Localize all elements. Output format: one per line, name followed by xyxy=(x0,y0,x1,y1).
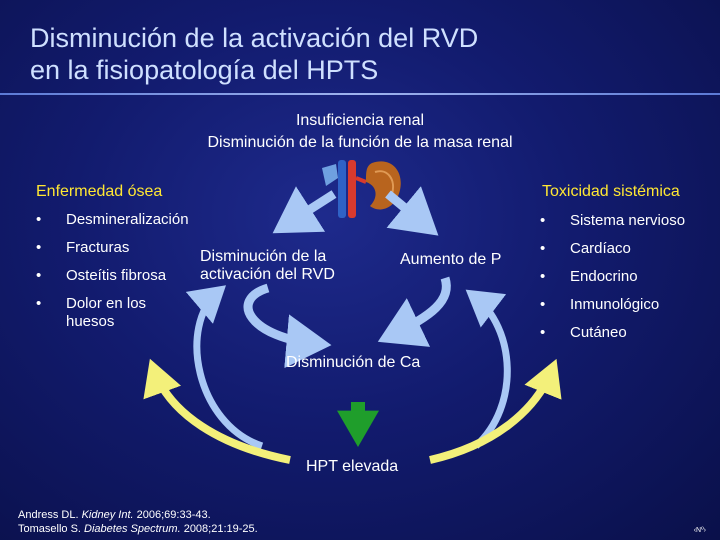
phosphate-label: Aumento de P xyxy=(400,251,502,268)
loop-arrow-right xyxy=(465,289,511,449)
references: Andress DL. Kidney Int. 2006;69:33-43. T… xyxy=(18,508,258,536)
arrow-to-systemic-toxicity xyxy=(429,358,562,464)
list-item: •Osteítis fibrosa xyxy=(36,267,167,284)
arrow-to-vdr xyxy=(272,186,337,234)
vdr-activation-label: Disminución de la activación del RVD xyxy=(200,248,335,283)
bone-disease-list: •Desmineralización •Fracturas •Osteítis … xyxy=(36,211,196,341)
title-divider xyxy=(0,93,720,95)
list-item: •Fracturas xyxy=(36,239,130,256)
renal-insufficiency-label: Insuficiencia renal xyxy=(295,112,425,129)
reference-2: Tomasello S. Diabetes Spectrum. 2008;21:… xyxy=(18,523,258,535)
systemic-toxicity-list: •Sistema nervioso •Cardíaco •Endocrino •… xyxy=(540,212,710,352)
arrow-phosphate-to-calcium xyxy=(377,276,451,347)
calcium-label: Disminución de Ca xyxy=(286,354,421,371)
list-item: •Sistema nervioso xyxy=(540,212,686,229)
systemic-toxicity-heading: Toxicidad sistémica xyxy=(542,183,680,200)
bone-disease-heading: Enfermedad ósea xyxy=(36,183,163,200)
slide-title: Disminución de la activación del RVD en … xyxy=(30,22,690,86)
list-item: •Cutáneo xyxy=(540,324,627,341)
pth-label: HPT elevada xyxy=(306,458,399,475)
list-item: •Cardíaco xyxy=(540,240,631,257)
reference-1: Andress DL. Kidney Int. 2006;69:33-43. xyxy=(18,509,211,521)
title-line-2: en la fisiopatología del HPTS xyxy=(30,55,379,85)
list-item: •Endocrino xyxy=(540,268,638,285)
kidney-icon xyxy=(322,160,401,218)
page-number: ‹Nº› xyxy=(693,527,706,534)
list-item: •Inmunológico xyxy=(540,296,660,313)
arrow-to-phosphate xyxy=(385,186,439,236)
title-line-1: Disminución de la activación del RVD xyxy=(30,23,479,53)
list-item: •Dolor en los huesos xyxy=(36,295,147,330)
list-item: •Desmineralización xyxy=(36,211,189,228)
loop-arrow-left xyxy=(185,285,264,450)
renal-function-label: Disminución de la función de la masa ren… xyxy=(207,134,513,151)
arrow-to-bone-disease xyxy=(143,358,291,464)
arrow-vdr-to-calcium xyxy=(243,283,332,369)
